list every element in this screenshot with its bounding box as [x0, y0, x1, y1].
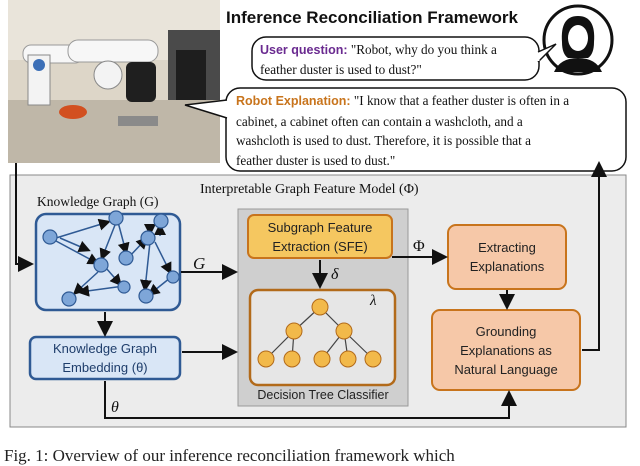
delta-symbol: δ [331, 266, 339, 283]
sfe-line-2: Extraction (SFE) [272, 239, 368, 254]
tree-node [283, 350, 301, 368]
graph-node [42, 229, 58, 245]
theta-symbol: θ [111, 399, 119, 416]
tree-node [285, 322, 303, 340]
lambda-symbol: λ [369, 293, 377, 309]
theta-arrow [104, 381, 517, 419]
kg-embedding-line-2: Embedding (θ) [62, 360, 148, 375]
graph-node [140, 230, 156, 246]
pipeline-diagram: G δ λ Φ θ [9, 161, 627, 428]
kg-embedding-box [28, 335, 182, 381]
figure-title: Inference Reconciliation Framework [226, 8, 518, 27]
photo-to-graph-arrow [15, 163, 34, 272]
robot-explanation-label: Robot Explanation: [236, 94, 351, 108]
graph-node [93, 257, 109, 273]
grounding-line-2: Explanations as [460, 343, 552, 358]
knowledge-graph-box [34, 212, 182, 312]
extracting-explanations-box [447, 224, 567, 290]
sfe-box [247, 214, 393, 259]
robot-explanation-line-3: washcloth is used to dust. Therefore, it… [236, 133, 531, 148]
user-question-bubble: User question: "Robot, why do you think … [260, 40, 535, 80]
extracting-label: Extracting Explanations [448, 238, 566, 276]
speech-bubbles [184, 36, 627, 172]
grounding-label: Grounding Explanations as Natural Langua… [432, 322, 580, 379]
sfe-line-1: Subgraph Feature [267, 220, 373, 235]
phi-symbol: Φ [413, 238, 425, 255]
sfe-label: Subgraph Feature Extraction (SFE) [248, 218, 392, 256]
kg-embedding-line-1: Knowledge Graph [52, 341, 158, 356]
decision-tree-label: Decision Tree Classifier [257, 388, 389, 402]
graph-node [118, 250, 134, 266]
graph-node [61, 291, 77, 307]
user-question-text-1: "Robot, why do you think a [347, 42, 497, 57]
tree-node [364, 350, 382, 368]
graph-node [138, 288, 154, 304]
robot-explanation-line-2: cabinet, a cabinet often can contain a w… [236, 113, 523, 129]
extracting-line-2: Explanations [469, 259, 545, 274]
graph-node [153, 213, 169, 229]
user-question-text-2: feather duster is used to dust?" [260, 62, 422, 77]
tree-node [313, 350, 331, 368]
grounding-line-1: Grounding [475, 324, 537, 339]
graph-node [166, 270, 180, 284]
graph-node [108, 210, 124, 226]
knowledge-graph-title: Knowledge Graph (G) [37, 194, 159, 209]
extracting-line-1: Extracting [478, 240, 536, 255]
grounding-line-3: Natural Language [454, 362, 558, 377]
model-panel-title: Interpretable Graph Feature Model (Φ) [200, 182, 419, 197]
robot-explanation-line-4: feather duster is used to dust." [236, 152, 396, 168]
graph-node [117, 280, 131, 294]
tree-node [311, 298, 329, 316]
user-question-label: User question: [260, 43, 348, 57]
user-avatar-icon [542, 4, 614, 76]
tree-node [257, 350, 275, 368]
robot-explanation-bubble: Robot Explanation: "I know that a feathe… [236, 91, 620, 170]
figure-caption: Fig. 1: Overview of our inference reconc… [4, 446, 455, 465]
ground-to-bubble-arrow [582, 161, 607, 351]
robot-photo [8, 0, 220, 163]
tree-node [335, 322, 353, 340]
tree-node [339, 350, 357, 368]
robot-explanation-line-1: "I know that a feather duster is often i… [350, 93, 570, 108]
g-symbol: G [193, 254, 205, 273]
kg-embedding-label: Knowledge Graph Embedding (θ) [30, 339, 180, 377]
